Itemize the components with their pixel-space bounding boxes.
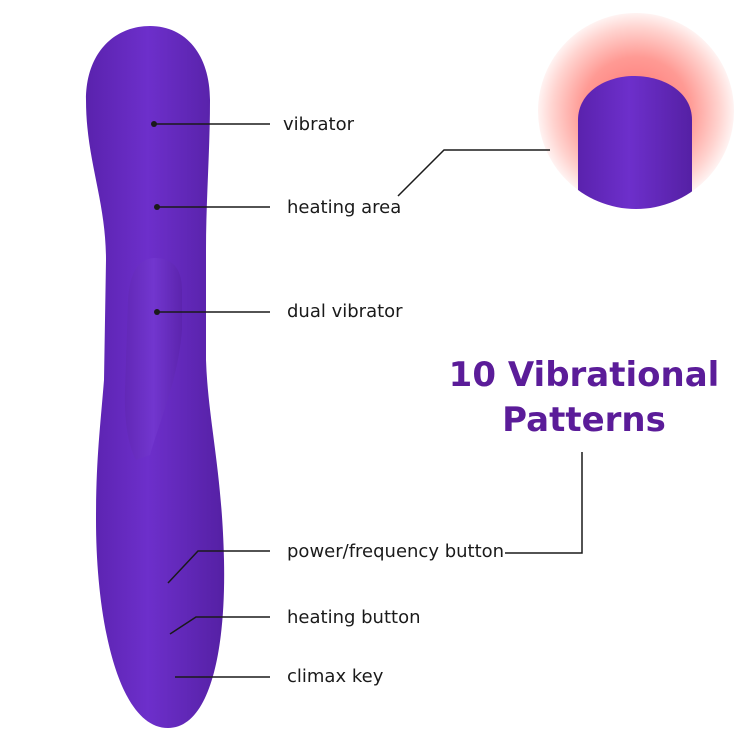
label-climax-key: climax key <box>287 666 384 687</box>
label-vibrator: vibrator <box>283 114 354 135</box>
heating-area-callout-line <box>397 149 550 197</box>
label-dual-vibrator: dual vibrator <box>287 301 403 322</box>
headline-line1: 10 Vibrational <box>448 355 720 395</box>
patterns-connector-line <box>505 452 583 554</box>
dual-vibrator-arm <box>124 258 182 460</box>
power-button-leader-line <box>167 550 270 584</box>
label-heating-area: heating area <box>287 197 402 218</box>
label-heating-button: heating button <box>287 607 421 628</box>
heating-button-leader-line <box>169 616 270 635</box>
label-power-frequency-button: power/frequency button <box>287 541 505 562</box>
headline-line2: Patterns <box>502 400 666 440</box>
heated-tip-closeup <box>578 76 692 209</box>
